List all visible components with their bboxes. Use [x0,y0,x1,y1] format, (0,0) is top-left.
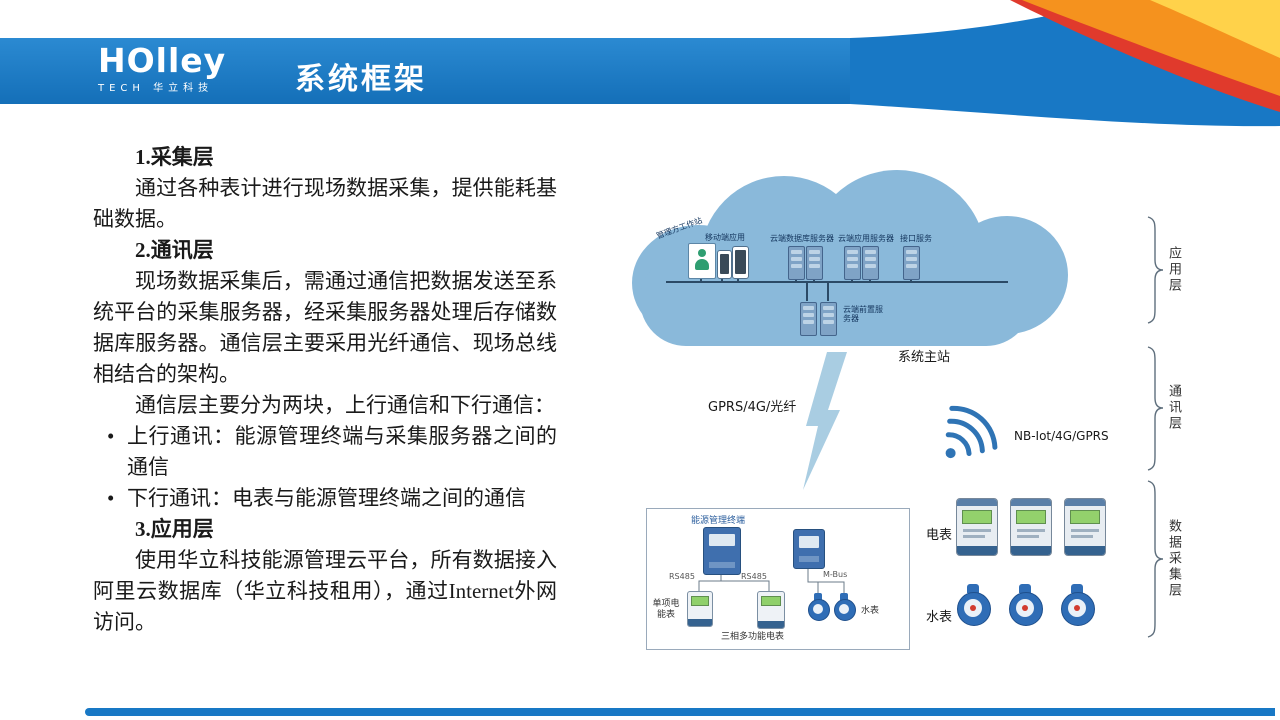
db-server-label: 云端数据库服务器 [770,234,834,243]
main-station-label: 系统主站 [898,350,951,365]
layer-label-application: 应用层 [1166,246,1181,294]
app-server-icon [844,246,861,280]
brace-application-layer [1147,216,1164,324]
person-icon [698,249,706,257]
workstation-icon [688,243,716,279]
bullet-uplink: 上行通讯：能源管理终端与采集服务器之间的通信 [93,421,557,483]
body-text: 1.采集层 通过各种表计进行现场数据采集，提供能耗基础数据。 2.通讯层 现场数… [93,142,557,638]
lightning-icon [803,352,847,490]
layer-label-collection: 数据采集层 [1166,519,1181,599]
interface-server-icon [903,246,920,280]
phone-icon [732,246,749,279]
bus-drop [827,283,829,301]
water-meter-icon [1008,584,1043,628]
single-phase-meter-label: 单项电能表 [652,599,680,620]
layer-label-comm: 通讯层 [1166,384,1181,432]
comm-bullet-list: 上行通讯：能源管理终端与采集服务器之间的通信 下行通讯：电表与能源管理终端之间的… [93,421,557,514]
electric-meter-icon [956,498,998,556]
energy-terminal-icon [703,527,741,575]
wireless-label: NB-Iot/4G/GPRS [1014,429,1109,443]
water-meter-icon [1060,584,1095,628]
water-meter-icon [833,593,856,621]
field-device-box: 能源管理终端 RS485 RS485 M-Bus 单项电能表 三相多功能电表 水… [646,508,910,650]
electric-meter-icon [1064,498,1106,556]
electric-meter-icon [1010,498,1052,556]
water-meter-label: 水表 [861,606,880,616]
three-phase-meter-icon [757,591,785,629]
page-title: 系统框架 [295,62,427,97]
section-2-paragraph-1: 现场数据采集后，需通过通信把数据发送至系统平台的采集服务器，经采集服务器处理后存… [93,269,557,386]
single-phase-meter-icon [687,591,713,627]
water-meter-icon [956,584,991,628]
wifi-icon [945,405,998,459]
mobile-app-label: 移动端应用 [705,233,745,242]
section-1-heading: 1.采集层 [135,145,214,169]
bus-drop [806,283,808,301]
three-phase-meter-label: 三相多功能电表 [721,632,785,642]
brace-collection-layer [1147,480,1164,638]
app-server-icon [862,246,879,280]
interface-label: 接口服务 [900,234,932,243]
section-2-heading: 2.通讯层 [135,238,214,262]
app-server-label: 云端应用服务器 [838,234,894,243]
bullet-downlink: 下行通讯：电表与能源管理终端之间的通信 [93,483,557,514]
brace-comm-layer [1147,346,1164,471]
logo-text: HOlley [98,41,227,80]
energy-terminal-label: 能源管理终端 [691,516,746,526]
water-meter-icon [807,593,830,621]
electric-meters-label: 电表 [926,528,953,543]
section-1-paragraph: 通过各种表计进行现场数据采集，提供能耗基础数据。 [93,176,557,231]
front-server-label: 云端前置服务器 [843,305,883,323]
mbus-label: M-Bus [823,570,848,579]
holley-logo: HOlley TECH 华立科技 [98,41,227,95]
section-3-paragraph: 使用华立科技能源管理云平台，所有数据接入阿里云数据库（华立科技租用），通过Int… [93,548,557,634]
rs485-label: RS485 [669,572,695,581]
db-server-icon [788,246,805,280]
header-band [0,38,866,104]
logo-subtext: TECH 华立科技 [98,83,214,94]
water-meters-label: 水表 [926,610,953,625]
cloud-bus-line [666,281,1008,283]
person-icon [695,259,709,270]
collector-icon [793,529,825,569]
section-2-paragraph-2: 通信层主要分为两块，上行通信和下行通信： [135,393,555,417]
front-server-icon [800,302,817,336]
rs485-label: RS485 [741,572,767,581]
phone-icon [717,250,732,279]
front-server-icon [820,302,837,336]
db-server-icon [806,246,823,280]
footer-bar [85,708,1275,716]
corner-swoosh [850,0,1280,127]
wan-link-label: GPRS/4G/光纤 [708,400,797,415]
section-3-heading: 3.应用层 [135,517,214,541]
swoosh-yellow [1150,0,1280,58]
